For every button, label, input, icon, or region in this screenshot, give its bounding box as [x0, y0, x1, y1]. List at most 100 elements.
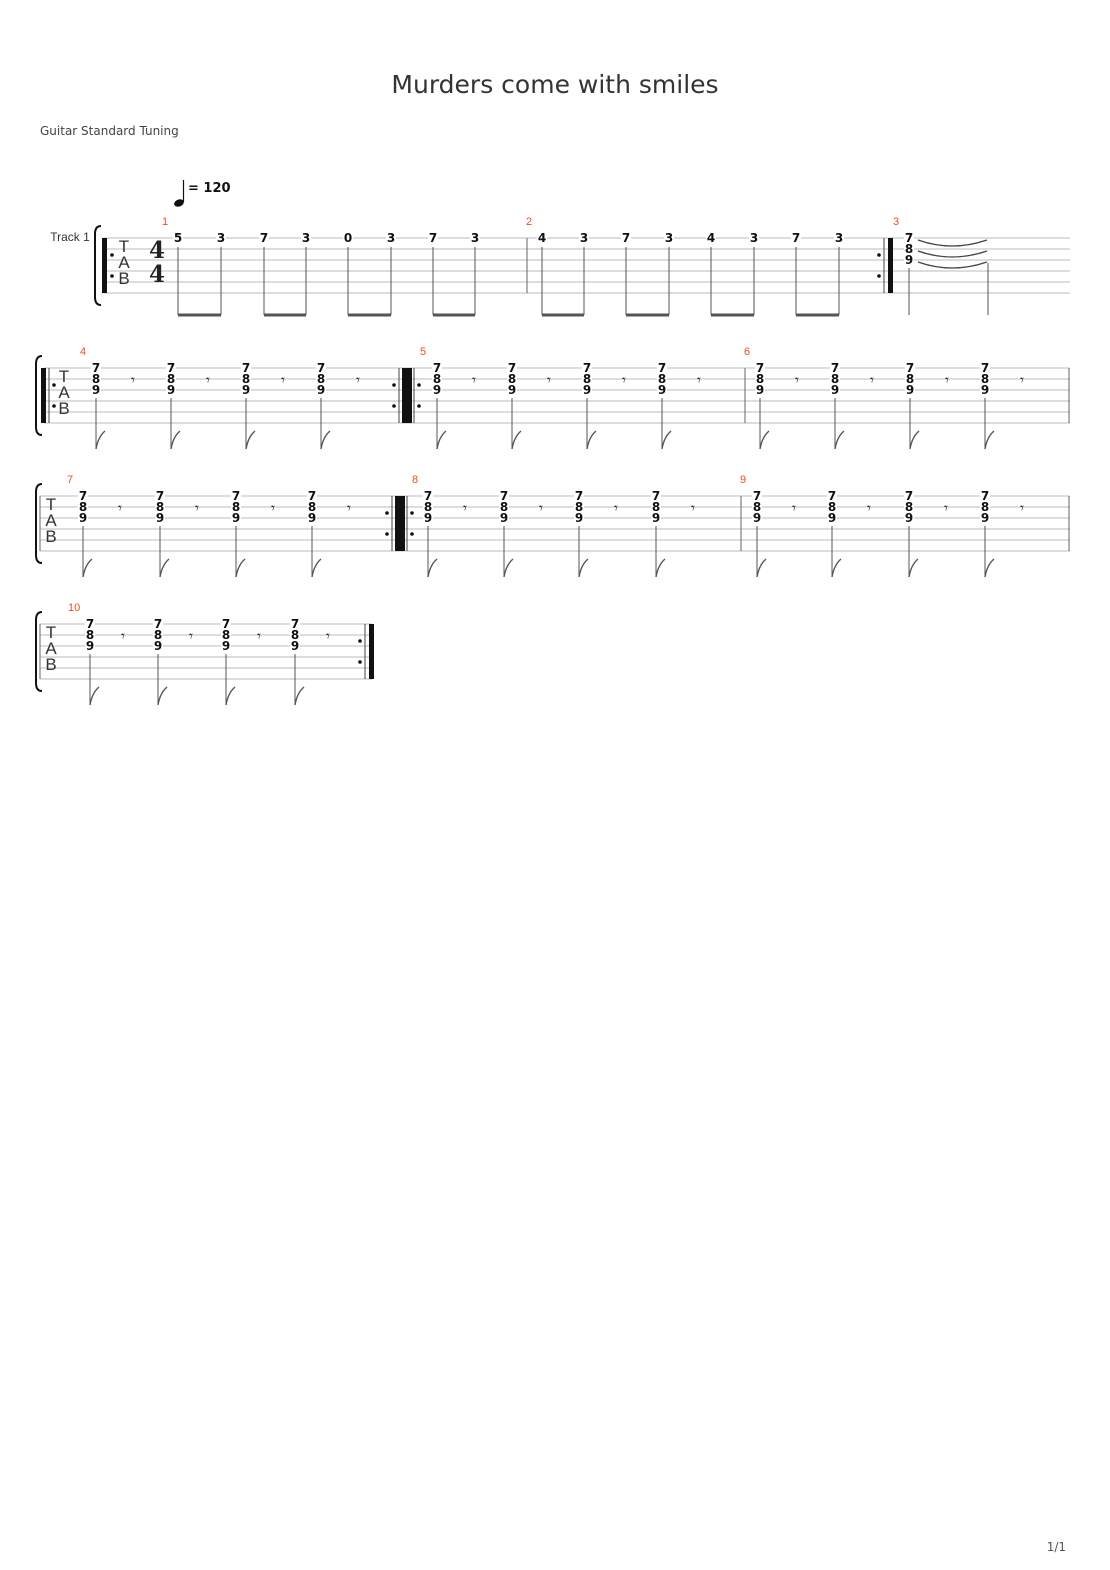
fret-number: 9: [79, 511, 87, 525]
fret-number: 7: [658, 361, 666, 375]
fret-number: 9: [753, 511, 761, 525]
fret-bg: [307, 500, 317, 511]
track-name: Track 1: [50, 230, 90, 244]
note-flag: [170, 430, 181, 450]
fret-number: 8: [424, 500, 432, 514]
note-flag: [320, 430, 331, 450]
fret-number: 7: [154, 617, 162, 631]
note-flag: [661, 430, 672, 450]
fret-bg: [231, 489, 241, 500]
fret-number: 7: [831, 361, 839, 375]
fret-bg: [241, 372, 251, 383]
fret-bg: [153, 628, 163, 639]
fret-bg: [507, 372, 517, 383]
note-flag: [511, 430, 522, 450]
eighth-rest: 𝄾: [472, 371, 476, 389]
fret-number: 9: [232, 511, 240, 525]
note-flag: [831, 558, 842, 578]
fret-number: 8: [500, 500, 508, 514]
fret-number: 7: [429, 231, 437, 245]
fret-bg: [904, 242, 914, 253]
fret-bg: [78, 511, 88, 522]
note-flag: [157, 686, 168, 706]
fret-bg: [752, 511, 762, 522]
fret-number: 8: [981, 372, 989, 386]
fret-number: 9: [905, 511, 913, 525]
eighth-rest: 𝄾: [792, 499, 796, 517]
fret-number: 7: [828, 489, 836, 503]
fret-number: 7: [905, 231, 913, 245]
fret-number: 9: [583, 383, 591, 397]
bar-number: 7: [67, 474, 73, 486]
eighth-rest: 𝄾: [257, 627, 261, 645]
fret-number: 7: [222, 617, 230, 631]
fret-bg: [980, 489, 990, 500]
fret-bg: [221, 639, 231, 650]
bar-number: 1: [162, 216, 168, 228]
note-flag: [82, 558, 93, 578]
fret-bg: [657, 361, 667, 372]
fret-bg: [91, 372, 101, 383]
fret-bg: [432, 361, 442, 372]
repeat-dot: [392, 404, 396, 408]
time-signature-bottom: 4: [149, 261, 165, 288]
fret-bg: [827, 511, 837, 522]
fret-number: 7: [79, 489, 87, 503]
fret-number: 8: [433, 372, 441, 386]
fret-bg: [830, 383, 840, 394]
fret-bg: [343, 231, 353, 242]
fret-bg: [78, 500, 88, 511]
fret-number: 9: [575, 511, 583, 525]
repeat-dot: [410, 511, 414, 515]
fret-bg: [91, 383, 101, 394]
eighth-rest: 𝄾: [697, 371, 701, 389]
repeat-dot: [52, 383, 56, 387]
eighth-rest: 𝄾: [195, 499, 199, 517]
fret-bg: [432, 372, 442, 383]
fret-number: 7: [86, 617, 94, 631]
fret-number: 7: [905, 489, 913, 503]
fret-number: 9: [652, 511, 660, 525]
fret-number: 8: [242, 372, 250, 386]
repeat-dot: [417, 404, 421, 408]
fret-bg: [582, 383, 592, 394]
eighth-rest: 𝄾: [539, 499, 543, 517]
note-flag: [909, 430, 920, 450]
fret-bg: [241, 361, 251, 372]
fret-bg: [499, 511, 509, 522]
fret-bg: [221, 617, 231, 628]
fret-bg: [905, 383, 915, 394]
bar-number: 5: [420, 346, 426, 358]
repeat-dot: [877, 253, 881, 257]
staff-bracket: [94, 225, 102, 306]
fret-bg: [980, 383, 990, 394]
fret-number: 5: [174, 231, 182, 245]
fret-number: 7: [242, 361, 250, 375]
tie: [917, 239, 988, 247]
repeat-dot: [385, 511, 389, 515]
fret-number: 7: [652, 489, 660, 503]
fret-bg: [980, 361, 990, 372]
fret-bg: [91, 361, 101, 372]
bar-number: 2: [526, 216, 532, 228]
repeat-dot: [392, 383, 396, 387]
eighth-rest: 𝄾: [945, 371, 949, 389]
fret-bg: [657, 372, 667, 383]
note-flag: [578, 558, 589, 578]
fret-number: 9: [242, 383, 250, 397]
fret-number: 7: [260, 231, 268, 245]
fret-bg: [166, 372, 176, 383]
thick-barline: [102, 238, 107, 293]
fret-bg: [470, 231, 480, 242]
fret-number: 9: [981, 511, 989, 525]
bar-number: 8: [412, 474, 418, 486]
tab-clef-letter: T: [46, 495, 56, 514]
fret-bg: [85, 639, 95, 650]
fret-number: 9: [508, 383, 516, 397]
fret-bg: [173, 231, 183, 242]
fret-number: 9: [291, 639, 299, 653]
tab-clef-letter: T: [46, 623, 56, 642]
time-signature-top: 4: [149, 237, 165, 264]
fret-number: 8: [86, 628, 94, 642]
fret-number: 9: [828, 511, 836, 525]
